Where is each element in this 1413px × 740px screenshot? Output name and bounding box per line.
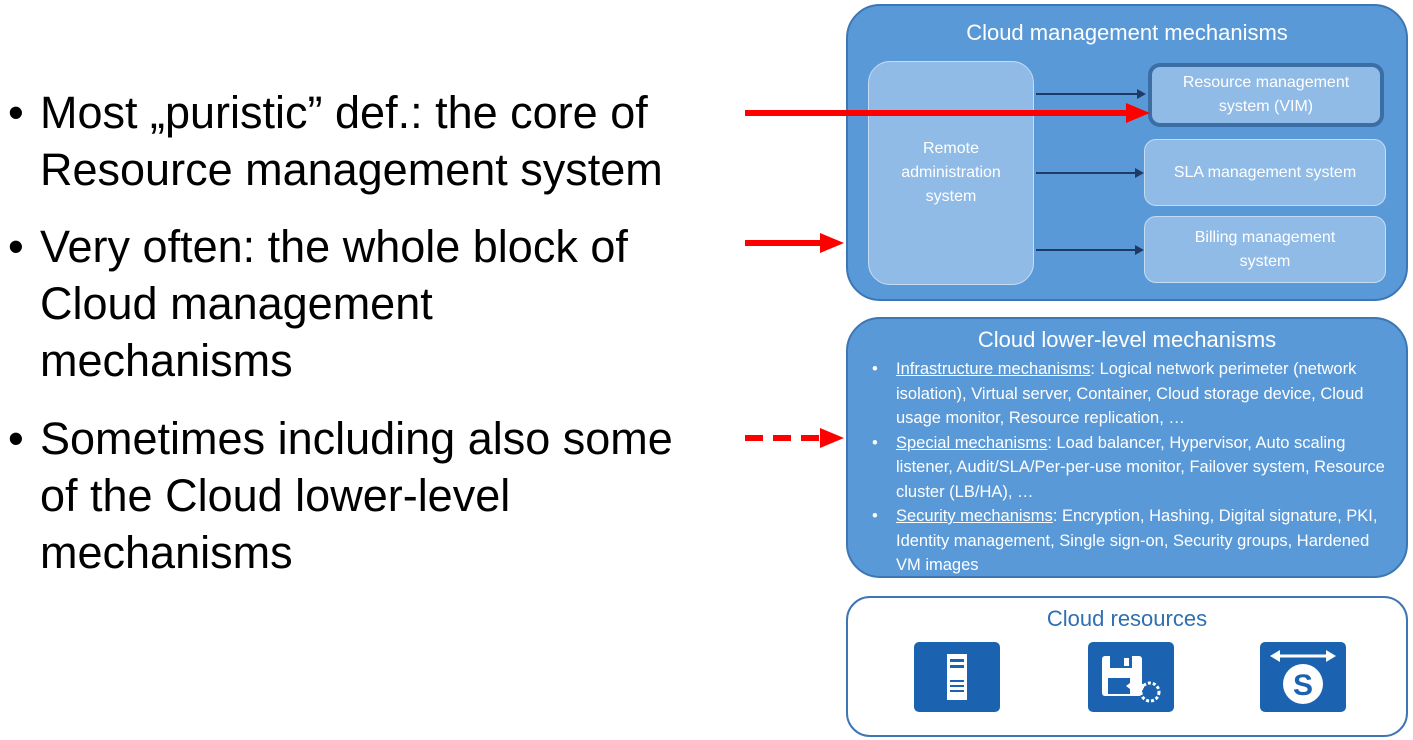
infrastructure-text: : Logical network perimeter (network iso… — [896, 360, 1364, 427]
special-text: : Load balancer, Hypervisor, Auto scalin… — [896, 433, 1385, 501]
remote-admin-line-1: Remote — [922, 140, 979, 157]
server-icon — [914, 642, 1000, 712]
special-heading: Special mechanisms — [896, 433, 1048, 452]
list-item-infrastructure: • Infrastructure mechanisms: Logical net… — [870, 357, 1390, 431]
network-switch-icon: S — [1260, 642, 1346, 712]
bullet-3-line-1: Sometimes including also some — [40, 413, 673, 464]
cloud-lower-level-panel: Cloud lower-level mechanisms • Infrastru… — [846, 317, 1408, 578]
billing-management-box: Billing management system — [1144, 216, 1386, 283]
svg-text:S: S — [1293, 669, 1313, 702]
red-arrow-solid-2 — [745, 233, 844, 253]
vim-line-1: Resource management — [1182, 74, 1350, 91]
billing-line-2: system — [1239, 252, 1291, 270]
bullet-2-line-3: mechanisms — [40, 335, 293, 386]
cloud-management-panel: Cloud management mechanisms Remote admin… — [846, 4, 1408, 301]
remote-admin-line-2: administration — [901, 164, 1001, 181]
cloud-management-title: Cloud management mechanisms — [966, 20, 1288, 45]
mechanism-list: • Infrastructure mechanisms: Logical net… — [870, 357, 1390, 578]
remote-admin-line-3: system — [925, 188, 977, 205]
bullet-dot: • — [8, 221, 24, 272]
list-bullet: • — [872, 433, 878, 452]
bullet-3-line-2: of the Cloud lower-level — [40, 470, 511, 521]
remote-administration-box: Remote administration system — [868, 61, 1034, 285]
sla-label: SLA management system — [1173, 163, 1357, 181]
red-arrow-solid-1 — [745, 103, 1150, 123]
vim-line-2: system (VIM) — [1218, 98, 1314, 115]
bullet-dot: • — [8, 413, 24, 464]
billing-line-1: Billing management — [1194, 228, 1336, 246]
bullet-2-line-1: Very often: the whole block of — [40, 221, 628, 272]
bullet-1-line-1: Most „puristic” def.: the core of — [40, 87, 648, 138]
infrastructure-heading: Infrastructure mechanisms — [896, 360, 1091, 378]
cloud-lower-level-title: Cloud lower-level mechanisms — [977, 327, 1277, 352]
bullet-2-line-2: Cloud management — [40, 278, 433, 329]
list-item-security: • Security mechanisms: Encryption, Hashi… — [870, 504, 1390, 578]
cloud-resources-title: Cloud resources — [1046, 606, 1208, 631]
list-item-special: • Special mechanisms: Load balancer, Hyp… — [870, 431, 1390, 505]
resource-management-system-box: Resource management system (VIM) — [1148, 63, 1384, 127]
bullet-dot: • — [8, 87, 24, 138]
list-bullet: • — [872, 507, 878, 525]
arrow-to-billing — [1036, 245, 1144, 255]
bullet-1-line-2: Resource management system — [40, 144, 663, 195]
security-heading: Security mechanisms — [896, 507, 1053, 525]
bullet-3-line-3: mechanisms — [40, 527, 293, 578]
sla-management-box: SLA management system — [1144, 139, 1386, 206]
storage-icon — [1088, 642, 1174, 712]
list-bullet: • — [872, 360, 878, 378]
arrow-to-vim — [1036, 89, 1146, 99]
red-arrow-dashed-3 — [745, 428, 844, 448]
security-text: : Encryption, Hashing, Digital signature… — [896, 507, 1378, 574]
cloud-resources-panel: Cloud resources S — [846, 596, 1408, 737]
arrow-to-sla — [1036, 168, 1144, 178]
